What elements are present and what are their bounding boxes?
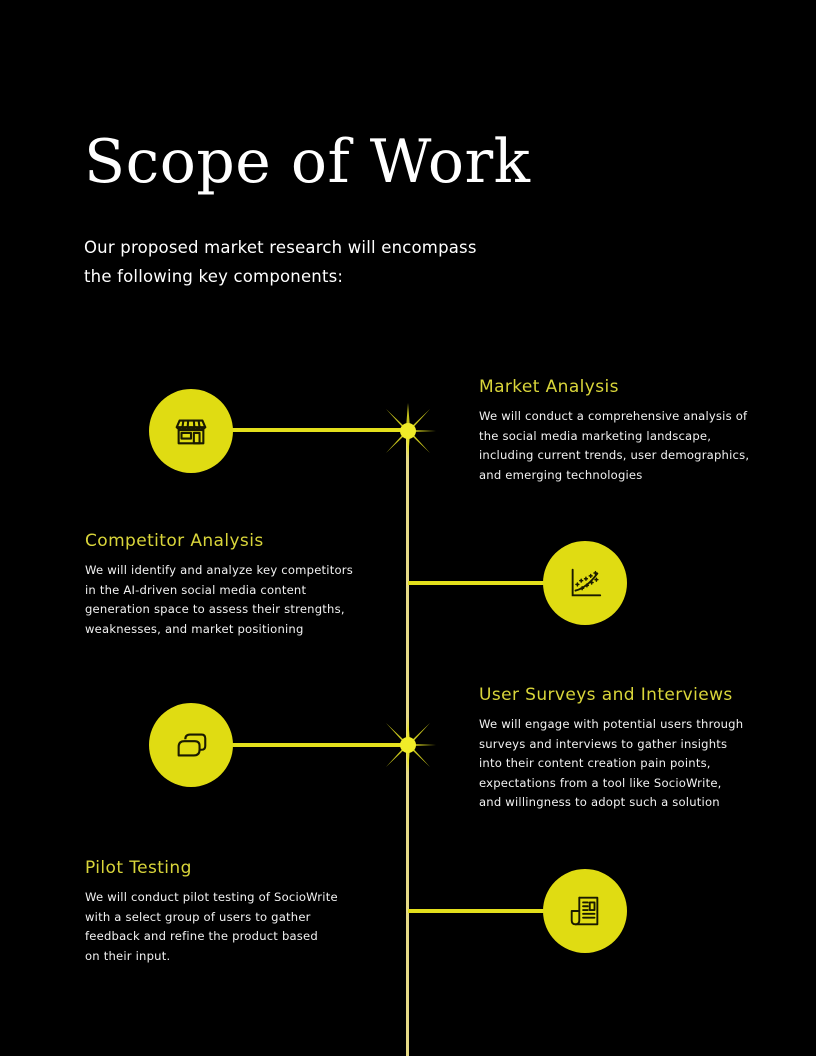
user-surveys-node	[149, 703, 233, 787]
scatter-chart-icon	[571, 568, 602, 597]
text-line: into their content creation pain points,	[479, 756, 711, 770]
item-title-competitor-analysis: Competitor Analysis	[85, 531, 264, 551]
page-title: Scope of Work	[84, 127, 531, 197]
text-line: feedback and refine the product based	[85, 929, 318, 943]
connector-line-competitor-analysis	[408, 581, 548, 585]
timeline-star-market-analysis	[380, 403, 436, 459]
intro-text: Our proposed market research will encomp…	[84, 233, 544, 291]
intro-line-2: the following key components:	[84, 267, 344, 286]
text-line: and emerging technologies	[479, 467, 643, 482]
item-title-market-analysis: Market Analysis	[479, 377, 619, 397]
intro-line-1: Our proposed market research will encomp…	[84, 238, 477, 257]
text-line: and willingness to adopt such a solution	[479, 795, 720, 809]
text-line: weaknesses, and market positioning	[85, 621, 304, 636]
text-line: including current trends, user demograph…	[479, 448, 750, 462]
chat-bubbles-icon	[177, 733, 207, 757]
text-line: expectations from a tool like SocioWrite…	[479, 775, 722, 790]
timeline-star-user-surveys	[380, 717, 436, 773]
storefront-icon	[175, 419, 207, 445]
item-text-market-analysis: We will conduct a comprehensive analysis…	[479, 407, 769, 485]
connector-line-user-surveys	[226, 743, 408, 747]
item-text-user-surveys: We will engage with potential users thro…	[479, 715, 779, 813]
text-line: generation space to assess their strengt…	[85, 602, 345, 616]
text-line: We will conduct a comprehensive analysis…	[479, 409, 748, 423]
text-line: on their input.	[85, 948, 171, 963]
item-title-pilot-testing: Pilot Testing	[85, 858, 192, 878]
text-line: with a select group of users to gather	[85, 909, 311, 924]
newspaper-icon	[570, 896, 599, 926]
connector-line-pilot-testing	[408, 909, 548, 913]
item-text-pilot-testing: We will conduct pilot testing of SocioWr…	[85, 888, 385, 966]
competitor-analysis-node	[543, 541, 627, 625]
item-title-user-surveys: User Surveys and Interviews	[479, 685, 733, 705]
text-line: surveys and interviews to gather insight…	[479, 736, 728, 751]
text-line: the social media marketing landscape,	[479, 428, 712, 443]
pilot-testing-node	[543, 869, 627, 953]
text-line: in the AI-driven social media content	[85, 582, 307, 597]
text-line: We will conduct pilot testing of SocioWr…	[85, 890, 338, 904]
text-line: We will identify and analyze key competi…	[85, 563, 353, 577]
connector-line-market-analysis	[226, 428, 408, 432]
item-text-competitor-analysis: We will identify and analyze key competi…	[85, 561, 385, 639]
text-line: We will engage with potential users thro…	[479, 717, 744, 731]
market-analysis-node	[149, 389, 233, 473]
